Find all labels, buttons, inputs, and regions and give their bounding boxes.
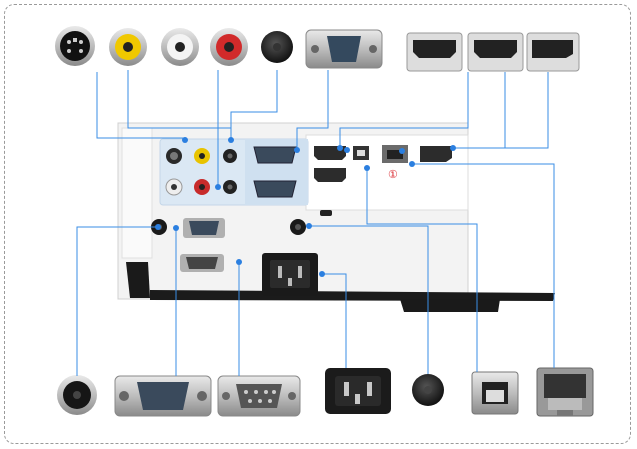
panel-lan-port xyxy=(382,145,408,163)
line-displayport xyxy=(453,72,549,149)
connection-dots xyxy=(155,137,456,277)
usb-b-plug-icon xyxy=(471,371,519,415)
mini-jack-bottom-plug-icon xyxy=(57,375,97,415)
line-ac-power xyxy=(322,273,347,368)
rj45-lan-plug-icon xyxy=(536,367,594,417)
mini-jack-right-plug-icon xyxy=(412,374,444,406)
panel-vga-port-2 xyxy=(253,180,297,198)
line-lan xyxy=(412,163,555,368)
connection-lines xyxy=(76,70,555,376)
line-mini-jack-bottom xyxy=(76,226,158,376)
diagram-frame xyxy=(4,4,631,444)
panel-hdmi-port-2 xyxy=(314,168,346,182)
panel-mini-jack-2 xyxy=(223,180,237,194)
projector-base-rail xyxy=(150,290,555,301)
panel-mini-jack-1 xyxy=(223,149,237,163)
hdmi-plug-2-icon xyxy=(467,32,524,72)
panel-composite-jack xyxy=(194,148,210,164)
audio-rca-red-plug-icon xyxy=(210,28,248,66)
vga-monitor-out-plug-icon xyxy=(114,375,212,417)
panel-ac-inlet xyxy=(262,253,318,296)
projector-foot-left xyxy=(126,262,150,298)
displayport-plug-icon xyxy=(526,32,580,72)
panel-vga-port-1 xyxy=(253,146,297,164)
line-hdmi-1 xyxy=(339,72,469,148)
panel-vga-out-port xyxy=(183,218,225,238)
composite-rca-yellow-plug-icon xyxy=(109,28,147,66)
line-mini-jack xyxy=(230,70,278,140)
panel-rs232-port xyxy=(180,254,224,272)
projector-foot-right xyxy=(400,299,500,312)
rs232-serial-plug-icon xyxy=(217,375,301,417)
panel-security-slot xyxy=(320,210,332,216)
panel-usb-b-port xyxy=(353,146,369,160)
callout-marker: ① xyxy=(388,169,398,181)
s-video-plug-icon xyxy=(55,26,95,66)
line-vga-top xyxy=(296,70,329,150)
vga-plug-icon xyxy=(305,29,383,69)
panel-audio-white-jack xyxy=(165,178,183,196)
mini-jack-plug-icon xyxy=(261,31,293,63)
panel-displayport xyxy=(420,146,452,162)
ac-power-plug-icon xyxy=(325,368,391,414)
panel-mini-jack-lower-right xyxy=(290,219,306,235)
audio-rca-white-plug-icon xyxy=(161,28,199,66)
panel-s-video-jack xyxy=(166,148,182,164)
line-usb-b xyxy=(366,168,478,372)
hdmi-plug-1-icon xyxy=(406,32,463,72)
line-mini-jack-right xyxy=(309,225,429,374)
panel-audio-red-jack xyxy=(194,179,210,195)
